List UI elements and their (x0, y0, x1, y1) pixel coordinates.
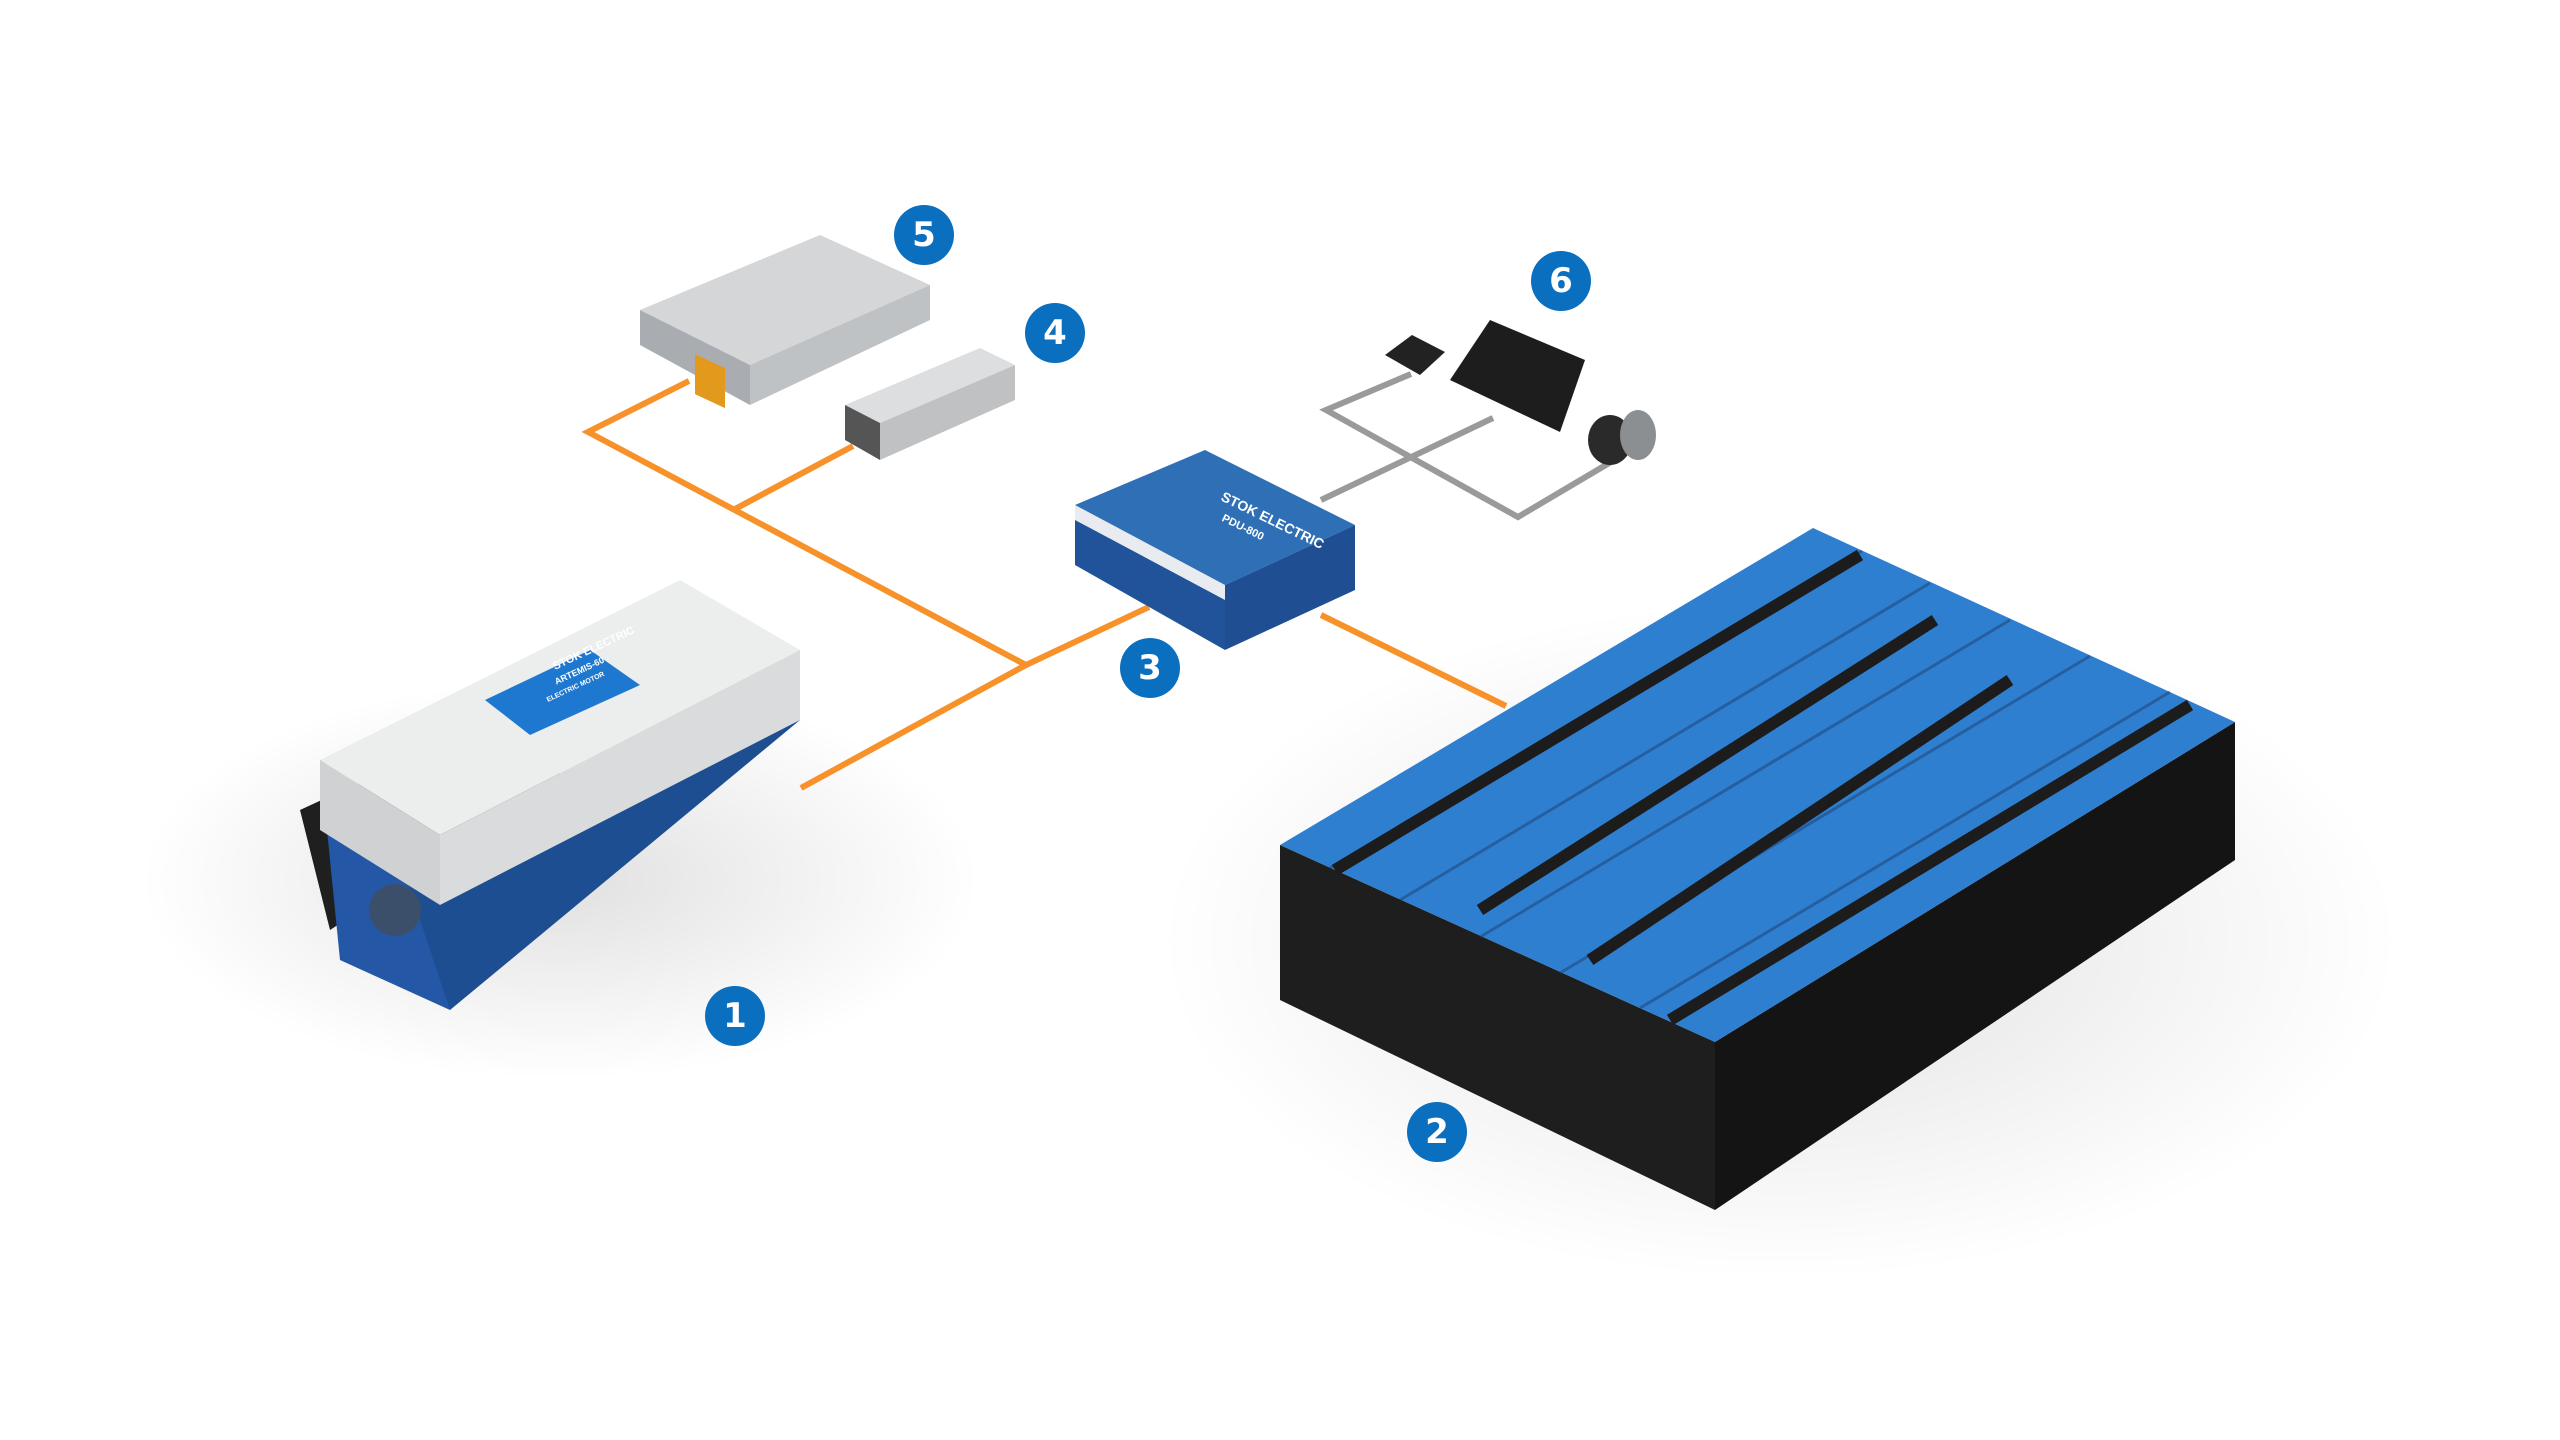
badge-5: 5 (894, 205, 954, 265)
dc-dc-converter (845, 348, 1015, 460)
svg-text:5: 5 (912, 215, 936, 255)
svg-text:1: 1 (723, 996, 747, 1036)
badge-1: 1 (705, 986, 765, 1046)
battery-pack (1280, 528, 2235, 1210)
svg-text:3: 3 (1138, 648, 1162, 688)
onboard-charger (640, 235, 930, 409)
badge-4: 4 (1025, 303, 1085, 363)
svg-text:4: 4 (1043, 313, 1067, 353)
svg-text:6: 6 (1549, 261, 1573, 301)
hv-cables (581, 378, 1508, 791)
power-distribution-unit: STOK ELECTRIC PDU-800 (1075, 450, 1355, 650)
electric-motor: STOK ELECTRIC ARTEMIS-60 ELECTRIC MOTOR (300, 580, 800, 1010)
badge-3: 3 (1120, 638, 1180, 698)
badge-2: 2 (1407, 1102, 1467, 1162)
driver-controls (1385, 320, 1656, 465)
lv-cables (1319, 371, 1618, 521)
svg-text:2: 2 (1425, 1112, 1449, 1152)
badge-6: 6 (1531, 251, 1591, 311)
